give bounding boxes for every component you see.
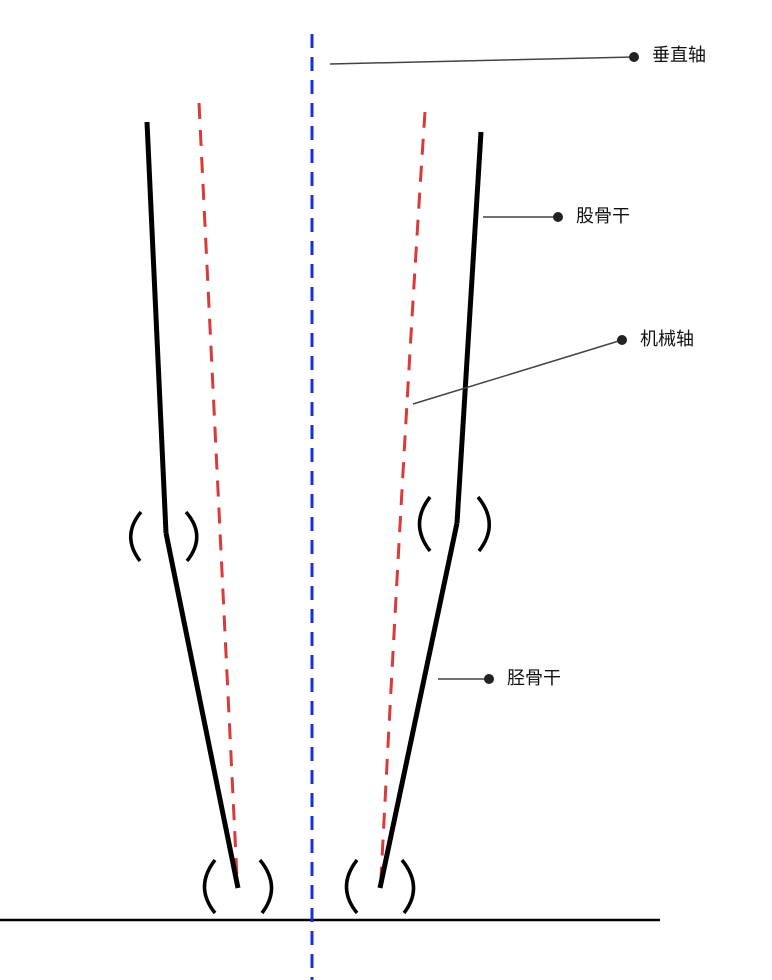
tibia-shaft-label: 胫骨干 <box>507 668 561 689</box>
femur-shaft-label: 股骨干 <box>576 206 630 227</box>
left-knee-joint-left-arc <box>129 510 143 563</box>
left-femur-shaft <box>144 121 169 534</box>
mechanical-axis-leader <box>412 339 623 405</box>
left-ankle-joint-left-arc <box>202 858 217 915</box>
left-knee-joint-right-arc <box>184 510 199 563</box>
femur-shaft-leader-dot <box>553 212 563 222</box>
right-knee-joint-right-arc <box>476 495 491 553</box>
left-mechanical-axis-line <box>197 102 239 879</box>
right-mechanical-axis-line <box>379 111 427 879</box>
right-ankle-joint-right-arc <box>400 858 416 915</box>
right-ankle-joint-left-arc <box>344 858 359 915</box>
right-tibia-shaft <box>377 522 460 889</box>
vertical-axis-label: 垂直轴 <box>652 45 706 66</box>
vertical-axis-leader-dot <box>629 52 639 62</box>
left-ankle-joint-right-arc <box>258 858 274 915</box>
right-femur-shaft <box>454 131 484 524</box>
tibia-shaft-leader-dot <box>484 674 494 684</box>
left-tibia-shaft <box>163 532 241 889</box>
right-knee-joint-left-arc <box>417 495 432 553</box>
mechanical-axis-label: 机械轴 <box>640 329 694 350</box>
vertical-axis-leader <box>329 56 635 65</box>
mechanical-axis-leader-dot <box>617 335 627 345</box>
